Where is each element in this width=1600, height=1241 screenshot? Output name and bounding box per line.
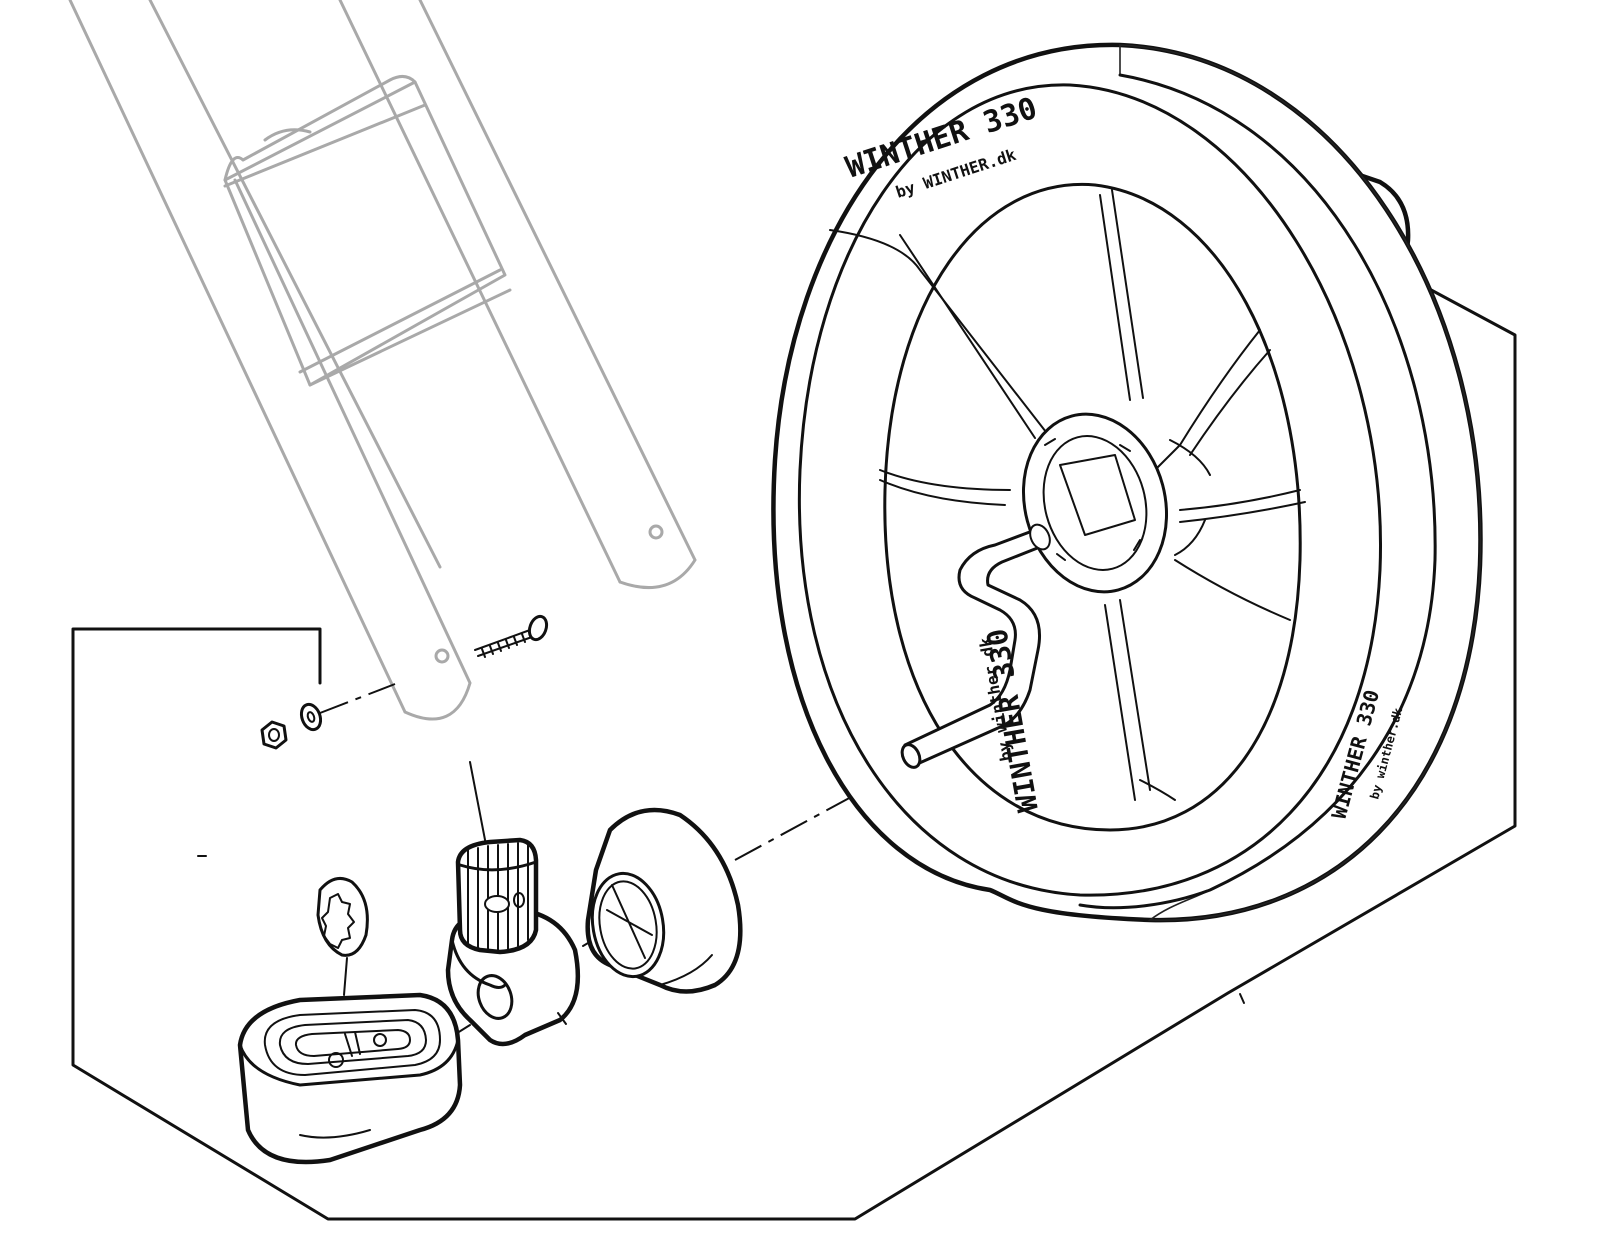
- frame-to-swivel-line: [469, 761, 487, 846]
- frame-tube-back: [148, 0, 622, 584]
- star-lock-clip: [316, 876, 369, 957]
- washer: [299, 702, 323, 732]
- frame-tube-front: [68, 0, 472, 721]
- clip-to-cap-line: [343, 957, 348, 996]
- lock-nut: [260, 720, 288, 750]
- stroller-frame: [68, 0, 697, 721]
- assembly-bracket-outline: [71, 282, 1517, 1221]
- axle-bolt: [474, 614, 549, 658]
- frame-tube-back-right: [418, 0, 697, 590]
- frame-hinge-block: [223, 80, 507, 387]
- wheel: WINTHER 330 by WINTHER.dk WINTHER 330 by…: [771, 42, 1483, 923]
- swivel-housing: [445, 837, 581, 1047]
- swivel-cap: [237, 992, 463, 1165]
- bolt-axis-line: [319, 683, 396, 714]
- hub-cap: [585, 807, 743, 994]
